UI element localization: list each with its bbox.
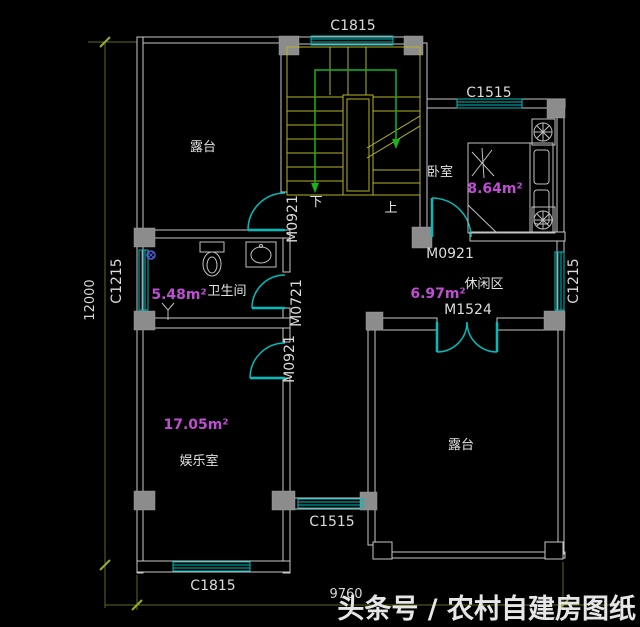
label-area-bathroom: 5.48m² — [151, 287, 206, 303]
doors — [247, 192, 499, 380]
label-room-leisure: 休闲区 — [464, 277, 503, 292]
label-room-bathroom: 卫生间 — [207, 284, 246, 299]
walls — [136, 36, 566, 574]
label-stair-down: 下 — [309, 195, 322, 210]
window-c1815-top — [310, 35, 394, 46]
door-bedroom-m0921 — [430, 197, 472, 238]
shower-symbol — [161, 302, 175, 320]
label-window-c1215-left: C1215 — [109, 258, 125, 303]
label-area-entertainment: 17.05m² — [163, 417, 228, 433]
label-door-entertainment: M0921 — [282, 335, 298, 383]
label-stair-up: 上 — [384, 201, 397, 216]
window-c1515-topright — [456, 98, 523, 109]
label-window-c1215-right: C1215 — [566, 258, 582, 303]
door-entertainment-m0921 — [249, 342, 286, 380]
watermark-text: 头条号 / 农村自建房图纸 — [337, 593, 636, 625]
window-c1215-right — [554, 251, 565, 311]
label-window-c1815-top: C1815 — [330, 18, 375, 34]
window-c1215-left — [138, 249, 149, 311]
label-window-c1515-bottom: C1515 — [309, 514, 354, 530]
bedside-stools — [531, 118, 556, 234]
label-door-bath: M0721 — [289, 279, 305, 327]
door-terrace-m0921 — [247, 192, 286, 232]
toilet — [199, 241, 225, 277]
window-c1815-bottom — [172, 561, 251, 572]
window-c1515-bottom — [297, 498, 364, 509]
label-room-entertainment: 娱乐室 — [179, 453, 218, 469]
label-door-terrace: M0921 — [285, 195, 301, 243]
labels: C1815 C1515 C1215 C1215 C1515 C1815 M092… — [83, 18, 582, 602]
label-room-bedroom: 卧室 — [427, 164, 453, 180]
label-window-c1515-topright: C1515 — [466, 85, 511, 101]
staircase — [286, 46, 421, 196]
door-bath-m0721 — [251, 274, 286, 310]
bed — [467, 142, 554, 234]
label-door-balcony: M1524 — [444, 302, 492, 318]
label-dim-height: 12000 — [83, 279, 98, 320]
label-room-terrace-br: 露台 — [448, 438, 474, 453]
label-area-leisure: 6.97m² — [410, 286, 465, 302]
washbasin — [245, 241, 277, 268]
windows — [138, 35, 565, 572]
door-balcony-m1524 — [435, 321, 499, 353]
label-room-terrace-tl: 露台 — [190, 140, 216, 155]
floor-drain-icon — [146, 250, 156, 260]
label-area-bedroom: 8.64m² — [467, 181, 522, 197]
label-dim-width: 9760 — [329, 587, 362, 602]
label-door-bedroom: M0921 — [426, 246, 474, 262]
columns — [133, 35, 566, 560]
dimension-lines — [88, 36, 632, 611]
label-window-c1815-bottom: C1815 — [190, 578, 235, 594]
